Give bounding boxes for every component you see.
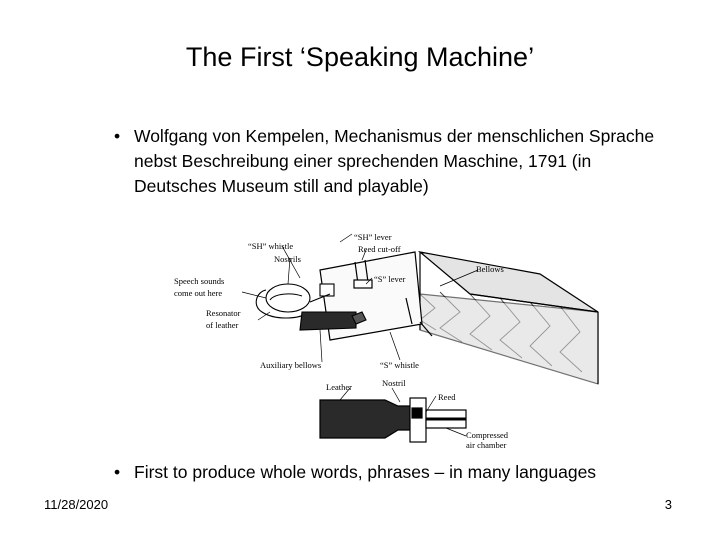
label-resonator-1: Resonator <box>206 308 241 318</box>
label-reed-cutoff: Reed cut-off <box>358 244 401 254</box>
label-compressed-2: air chamber <box>466 440 507 450</box>
label-leather: Leather <box>326 382 352 392</box>
label-nostrils: Nostrils <box>274 254 301 264</box>
label-sh-whistle: “SH” whistle <box>248 241 293 251</box>
label-resonator-2: of leather <box>206 320 238 330</box>
bullet-2: • First to produce whole words, phrases … <box>114 460 674 485</box>
label-speech-sounds-2: come out here <box>174 288 222 298</box>
label-speech-sounds-1: Speech sounds <box>174 276 224 286</box>
cross-section-drawing <box>319 397 467 443</box>
speaking-machine-illustration: “SH” lever “SH” whistle Reed cut-off Nos… <box>174 232 599 450</box>
label-reed: Reed <box>438 392 456 402</box>
bullet-dot: • <box>114 126 121 146</box>
label-auxiliary-bellows: Auxiliary bellows <box>260 360 321 370</box>
label-nostril: Nostril <box>382 378 406 388</box>
footer-date: 11/28/2020 <box>44 497 109 512</box>
label-compressed-1: Compressed <box>466 430 509 440</box>
slide-number: 3 <box>664 497 672 512</box>
bullet-2-text: First to produce whole words, phrases – … <box>134 462 597 482</box>
figure-labels: “SH” lever “SH” whistle Reed cut-off Nos… <box>174 232 509 450</box>
label-sh-lever: “SH” lever <box>354 232 392 242</box>
bellows-drawing <box>417 251 599 385</box>
label-s-whistle: “S” whistle <box>380 360 419 370</box>
label-s-lever: “S” lever <box>374 274 406 284</box>
bullet-dot: • <box>114 462 121 482</box>
bullet-1: • Wolfgang von Kempelen, Mechanismus der… <box>114 124 674 199</box>
resonator-drawing <box>255 283 367 331</box>
bullet-1-text: Wolfgang von Kempelen, Mechanismus der m… <box>134 126 655 196</box>
label-leaders <box>241 233 479 437</box>
slide-title: The First ‘Speaking Machine’ <box>185 42 535 72</box>
label-bellows: Bellows <box>476 264 504 274</box>
